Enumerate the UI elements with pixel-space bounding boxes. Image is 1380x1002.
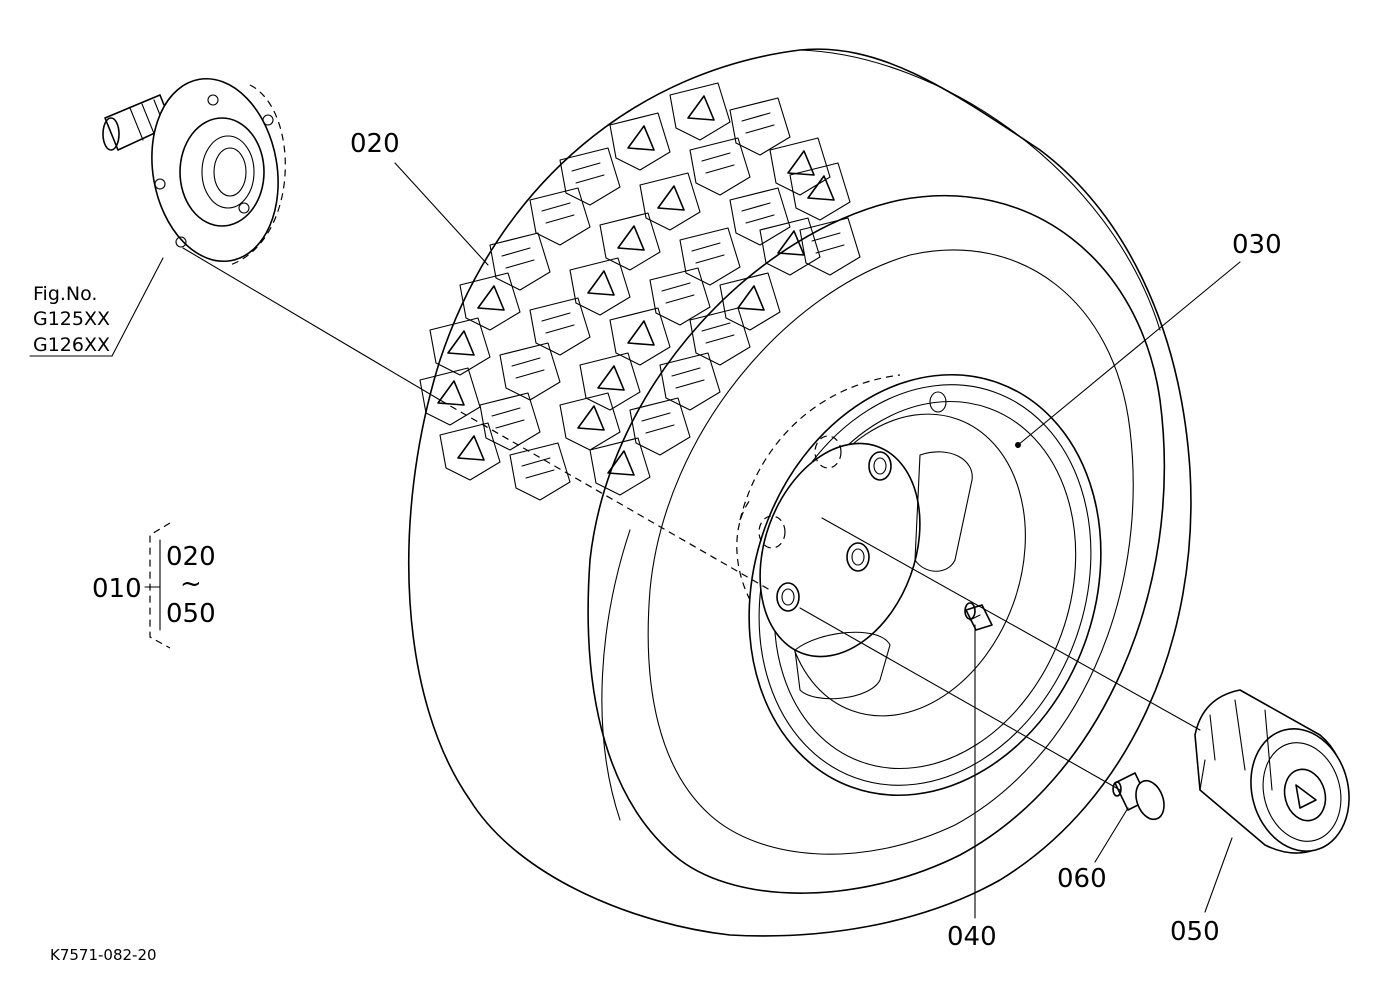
- fig-ref-line2: G126XX: [33, 334, 110, 356]
- wheel-rim: [736, 373, 1102, 797]
- hub-cap: [1194, 689, 1350, 854]
- valve-stem: [964, 602, 993, 631]
- leader-lines: [29, 162, 1241, 919]
- label-wheel: 030: [1232, 230, 1282, 260]
- axle-hub-flange: [102, 77, 286, 266]
- label-hub-cap: 050: [1170, 917, 1220, 947]
- assembly-lines: [182, 247, 1201, 791]
- label-range-tilde: ~: [180, 569, 202, 599]
- label-tire: 020: [350, 129, 400, 159]
- label-valve: 040: [947, 922, 997, 952]
- fig-ref-title: Fig.No.: [33, 283, 97, 305]
- bolt: [1112, 772, 1165, 821]
- label-range-end: 050: [166, 599, 216, 629]
- tire: [407, 48, 1192, 937]
- label-range-start: 020: [166, 542, 216, 572]
- drawing-id: K7571-082-20: [50, 946, 157, 964]
- label-assembly: 010: [92, 574, 142, 604]
- fig-ref-line1: G125XX: [33, 308, 110, 330]
- tire-tread: [419, 82, 861, 501]
- assembly-bracket: [144, 522, 171, 649]
- label-bolt: 060: [1057, 864, 1107, 894]
